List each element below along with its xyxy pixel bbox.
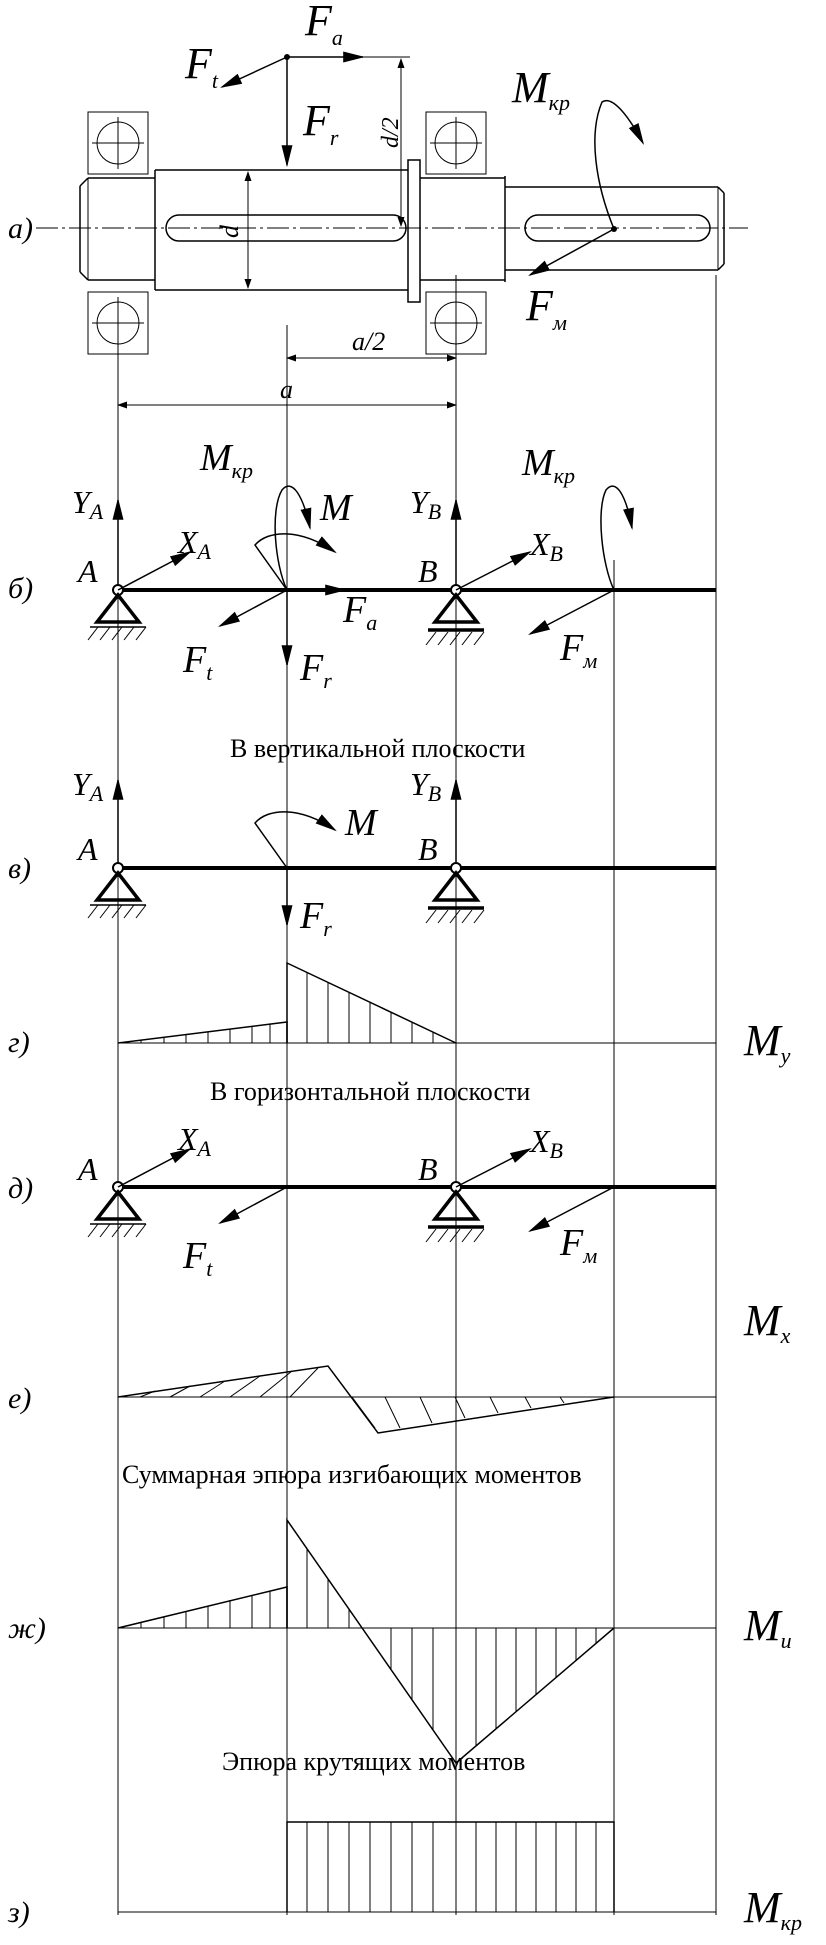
panel-v-beam xyxy=(87,777,716,928)
support-a-label-b: A xyxy=(76,553,98,589)
panel-label-b: б) xyxy=(8,572,33,605)
panel-label-zh: ж) xyxy=(8,1612,46,1645)
xa-label-b: XA xyxy=(176,524,212,564)
fm-label-a: Fм xyxy=(525,281,567,335)
a-half-label: a/2 xyxy=(352,327,385,356)
mkr-arrow xyxy=(594,99,645,230)
mkr-arrow-b1 xyxy=(274,485,312,591)
support-b-label-d: B xyxy=(418,1151,438,1187)
panel-label-v: в) xyxy=(8,852,31,885)
fa-label-b: Fa xyxy=(342,589,377,635)
ya-label-b: YA xyxy=(72,484,104,524)
panel-b-beam xyxy=(87,485,716,668)
coupling-loads xyxy=(528,99,645,277)
panel-label-a: а) xyxy=(8,212,33,245)
heading-vertical: В вертикальной плоскости xyxy=(230,734,526,763)
support-B-d xyxy=(425,1181,485,1243)
mi-diagram xyxy=(117,1260,716,1765)
xb-arrow xyxy=(455,550,532,591)
my-diagram xyxy=(117,961,716,1044)
xb-arrow-d xyxy=(455,1147,532,1188)
ft-label-a: Ft xyxy=(184,39,219,93)
fa-label-a: Fa xyxy=(304,0,343,50)
panel-label-z: з) xyxy=(7,1896,30,1929)
mkr-arrow-b2 xyxy=(600,485,634,591)
mkr-label-b2: Mкр xyxy=(521,442,575,488)
panel-label-e: е) xyxy=(8,1382,31,1415)
fr-label-a: Fr xyxy=(302,96,339,150)
shaft-drawing xyxy=(36,51,748,409)
support-b-label-b: B xyxy=(418,553,438,589)
mkr-label-b1: Mкр xyxy=(199,437,253,483)
fm-label-b: Fм xyxy=(559,627,597,673)
shaft-body xyxy=(36,159,748,303)
heading-total-bending: Суммарная эпюра изгибающих моментов xyxy=(122,1460,582,1489)
m-arrow-v xyxy=(254,811,337,869)
xb-label-b: XB xyxy=(528,526,563,566)
xa-label-d: XA xyxy=(176,1121,212,1161)
ft-label-b: Ft xyxy=(182,639,213,685)
fm-arrow-d xyxy=(528,1186,615,1233)
yb-label-b: YB xyxy=(410,484,441,524)
ft-arrow xyxy=(220,56,288,88)
fm-arrow xyxy=(528,228,615,277)
gear-forces xyxy=(220,51,366,168)
support-a-label-v: A xyxy=(76,831,98,867)
support-B xyxy=(425,584,485,646)
ya-label-v: YA xyxy=(72,766,104,806)
mx-label: Mx xyxy=(743,1296,791,1348)
panel-label-d: д) xyxy=(8,1172,33,1205)
support-A-v xyxy=(87,862,147,919)
bearing-right xyxy=(425,111,487,355)
mkr-label-z: Mкр xyxy=(743,1883,802,1935)
fm-arrow-b xyxy=(528,589,615,636)
my-label: My xyxy=(743,1016,791,1068)
yb-label-v: YB xyxy=(410,766,441,806)
xa-arrow-d xyxy=(117,1147,192,1188)
support-a-label-d: A xyxy=(76,1151,98,1187)
m-label-b: M xyxy=(319,487,354,529)
support-A-d xyxy=(87,1181,147,1238)
support-b-label-v: B xyxy=(418,831,438,867)
m-arrow-b xyxy=(254,533,337,591)
ft-label-d: Ft xyxy=(182,1235,213,1281)
panel-d-beam xyxy=(87,1147,716,1243)
fr-label-b: Fr xyxy=(299,647,332,693)
mkr-label-a: Mкр xyxy=(511,63,570,115)
heading-horizontal: В горизонтальной плоскости xyxy=(210,1077,530,1106)
fr-label-v: Fr xyxy=(299,895,332,941)
bearing-left xyxy=(87,111,149,355)
d-label: d xyxy=(215,224,244,238)
m-label-v: M xyxy=(344,802,379,844)
xa-arrow xyxy=(117,550,192,591)
ft-arrow-d xyxy=(218,1186,288,1225)
panel-label-g: г) xyxy=(8,1026,30,1059)
a-label: a xyxy=(280,375,293,404)
fm-label-d: Fм xyxy=(559,1222,597,1268)
mi-label: Mи xyxy=(743,1601,792,1653)
xb-label-d: XB xyxy=(528,1123,563,1163)
mkr-diagram xyxy=(118,1821,716,1913)
support-A xyxy=(87,584,147,641)
mx-diagram xyxy=(117,1365,716,1434)
d-half-label: d/2 xyxy=(378,117,404,148)
heading-torque: Эпюра крутящих моментов xyxy=(222,1747,525,1776)
support-B-v xyxy=(425,862,485,924)
ft-arrow-b xyxy=(218,589,288,628)
